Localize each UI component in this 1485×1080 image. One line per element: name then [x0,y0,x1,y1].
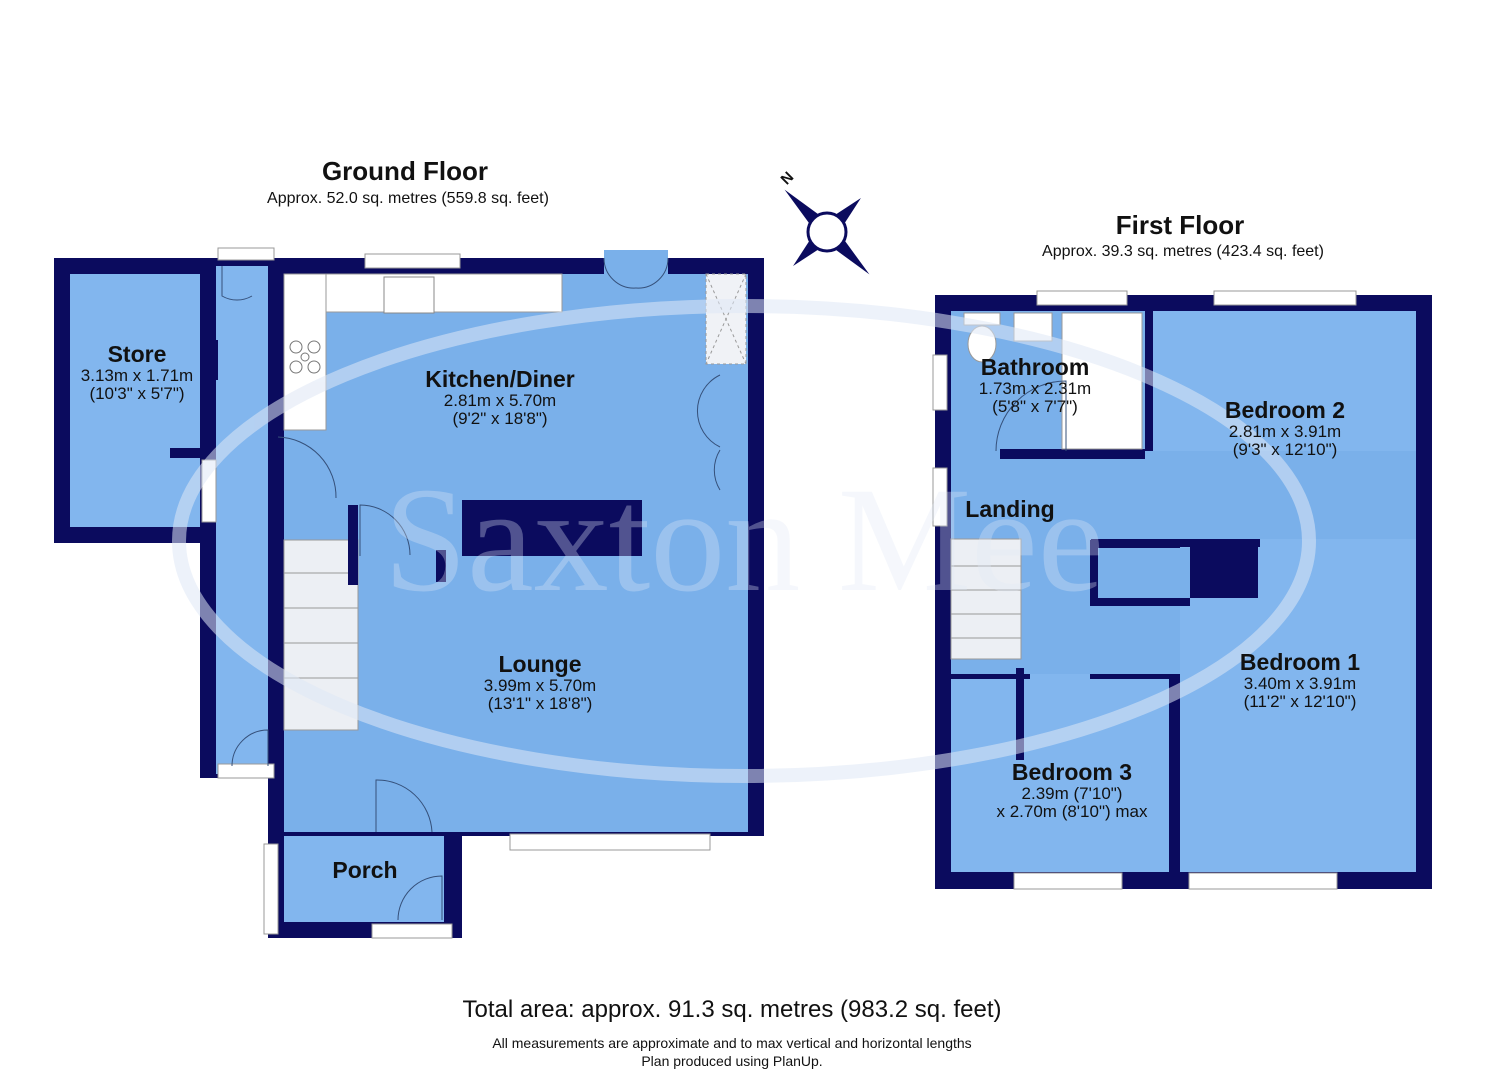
room-dim-ft: (10'3" x 5'7") [89,384,185,404]
first-floor-plan [932,290,1432,890]
room-name: Kitchen/Diner [425,366,575,392]
first-floor-title: First Floor [1115,210,1245,240]
room-bedroom-3: Bedroom 3 2.39m (7'10") x 2.70m (8'10") … [972,760,1172,822]
room-bedroom-1: Bedroom 1 3.40m x 3.91m (11'2" x 12'10") [1205,650,1395,712]
room-dim-ft: (5'8" x 7'7") [992,397,1078,417]
room-dim-m: 2.39m (7'10") [1021,783,1123,803]
room-lounge: Lounge 3.99m x 5.70m (13'1" x 18'8") [440,652,640,714]
room-name: Bathroom [980,354,1090,380]
saxton-mee-watermark: Saxton Mee [172,299,1316,783]
footer-note-planup: Plan produced using PlanUp. [641,1053,823,1069]
room-kitchen-diner: Kitchen/Diner 2.81m x 5.70m (9'2" x 18'8… [400,367,600,429]
ground-floor-title: Ground Floor [321,156,489,186]
appliance-space [705,273,747,365]
room-name: Bedroom 3 [1011,759,1133,785]
room-dim-ft: (9'3" x 12'10") [1232,440,1338,460]
room-name: Landing [965,496,1055,522]
room-dim-m: 1.73m x 2.31m [978,378,1092,398]
room-dim-ft: (9'2" x 18'8") [452,409,548,429]
hob-icon [289,340,321,374]
room-name: Porch [332,857,398,883]
room-dim-ft: x 2.70m (8'10") max [996,802,1148,822]
first-floor-area: Approx. 39.3 sq. metres (423.4 sq. feet) [1042,243,1324,260]
porch-floor [284,836,444,922]
room-bedroom-2: Bedroom 2 2.81m x 3.91m (9'3" x 12'10") [1195,398,1375,460]
ground-floor-area: Approx. 52.0 sq. metres (559.8 sq. feet) [267,190,549,207]
room-store: Store 3.13m x 1.71m (10'3" x 5'7") [62,342,212,404]
landing-floor [951,451,1416,539]
room-dim-ft: (13'1" x 18'8") [487,694,593,714]
room-dim-m: 3.40m x 3.91m [1243,673,1357,693]
footer-note-measurements: All measurements are approximate and to … [492,1035,972,1051]
svg-text:Saxton Mee: Saxton Mee [384,457,1105,623]
stairs-first [950,538,1022,660]
room-name: Bedroom 1 [1239,649,1361,675]
room-porch: Porch [315,858,415,883]
compass-rose-icon [784,189,870,275]
room-dim-m: 3.13m x 1.71m [80,365,194,385]
room-name: Store [107,341,167,367]
room-dim-m: 2.81m x 5.70m [443,390,557,410]
kitchen-sink [383,276,435,314]
room-dim-ft: (11'2" x 12'10") [1243,692,1357,712]
room-name: Bedroom 2 [1224,397,1346,423]
room-name: Lounge [498,651,582,677]
total-area: Total area: approx. 91.3 sq. metres (983… [462,996,1002,1023]
room-dim-m: 2.81m x 3.91m [1228,421,1342,441]
side-corridor-floor [216,266,276,774]
room-landing: Landing [955,497,1065,522]
room-dim-m: 3.99m x 5.70m [483,675,597,695]
room-bathroom: Bathroom 1.73m x 2.31m (5'8" x 7'7") [955,355,1115,417]
